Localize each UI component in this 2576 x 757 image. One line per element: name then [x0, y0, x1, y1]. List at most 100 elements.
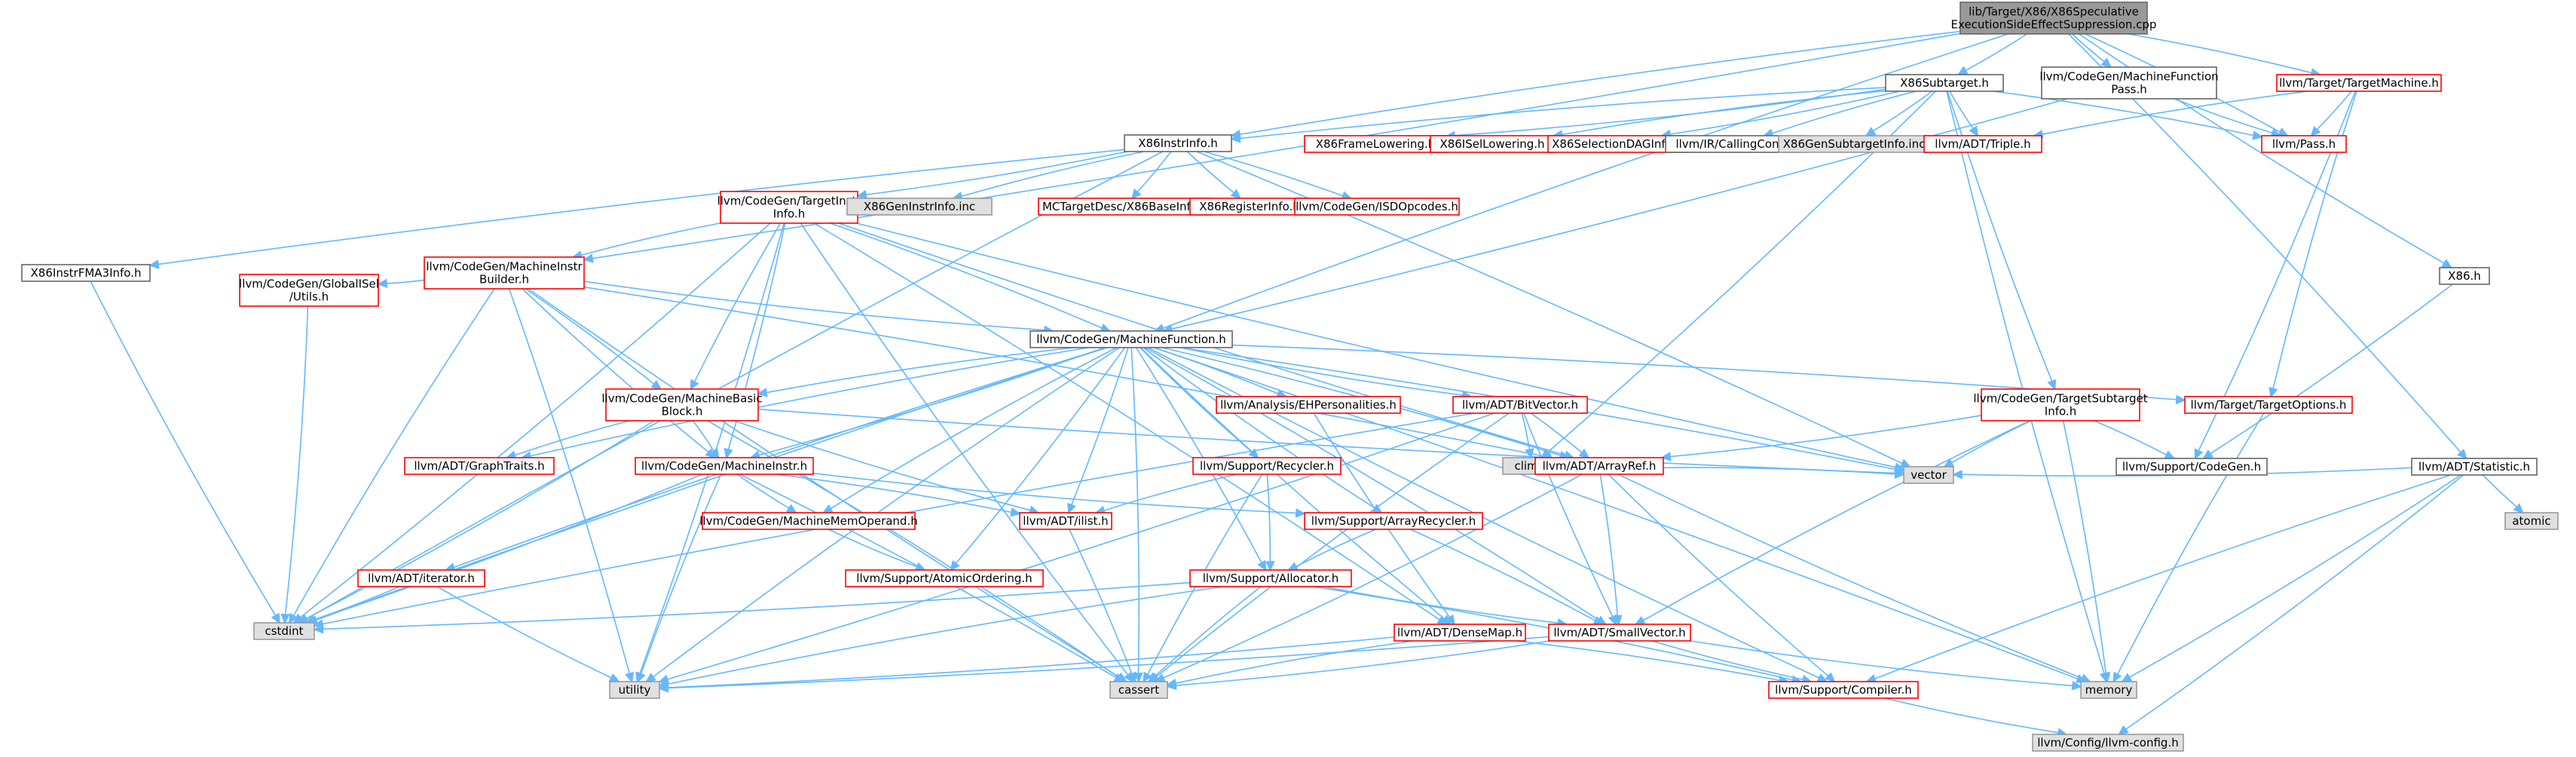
node-topts[interactable]: llvm/Target/TargetOptions.h	[2184, 396, 2353, 414]
edge-subtarget-to-triple	[1949, 90, 1979, 137]
edge-subtarget-to-tsi	[1947, 90, 2057, 391]
node-label: llvm/Analysis/EHPersonalities.h	[1220, 398, 1397, 412]
node-label: llvm/Pass.h	[2272, 137, 2336, 151]
node-compiler[interactable]: llvm/Support/Compiler.h	[1768, 681, 1919, 699]
node-label: llvm/Target/TargetMachine.h	[2279, 76, 2439, 90]
node-ehpers[interactable]: llvm/Analysis/EHPersonalities.h	[1216, 396, 1401, 414]
node-fma3[interactable]: X86InstrFMA3Info.h	[21, 264, 151, 282]
node-densemap[interactable]: llvm/ADT/DenseMap.h	[1394, 624, 1526, 642]
edge-mf-to-cassert	[1130, 347, 1143, 683]
edge-ilist-to-cassert	[1069, 529, 1137, 683]
node-ilist[interactable]: llvm/ADT/ilist.h	[1019, 512, 1112, 530]
node-label: lib/Target/X86/X86Speculative	[1969, 5, 2139, 19]
edge-statistic-to-atomic	[2483, 474, 2524, 514]
node-triple[interactable]: llvm/ADT/Triple.h	[1923, 135, 2042, 153]
node-vector: vector	[1903, 466, 1954, 484]
node-label: atomic	[2512, 514, 2550, 528]
edge-root-to-mib	[583, 32, 1961, 263]
node-callconv[interactable]: llvm/IR/CallingConv.h	[1665, 135, 1807, 153]
node-label: X86GenInstrInfo.inc	[864, 200, 975, 213]
node-label: llvm/ADT/ArrayRef.h	[1543, 459, 1657, 473]
node-cgsupport[interactable]: llvm/Support/CodeGen.h	[2116, 458, 2268, 476]
edge-tsi-to-memory	[2062, 420, 2111, 683]
edge-densemap-to-utility	[658, 636, 1395, 693]
node-layer: lib/Target/X86/X86SpeculativeExecutionSi…	[21, 2, 2559, 752]
node-label: X86RegisterInfo.h	[1199, 200, 1300, 213]
node-statistic[interactable]: llvm/ADT/Statistic.h	[2411, 458, 2538, 476]
edge-statistic-to-compiler	[1865, 474, 2452, 683]
node-graphtraits[interactable]: llvm/ADT/GraphTraits.h	[404, 457, 555, 475]
node-tmachine[interactable]: llvm/Target/TargetMachine.h	[2276, 74, 2442, 92]
edge-densemap-to-cassert	[1166, 640, 1414, 688]
node-memory: memory	[2080, 681, 2137, 699]
node-seldag[interactable]: X86SelectionDAGInfo.h	[1547, 135, 1687, 153]
node-label: llvm/ADT/DenseMap.h	[1397, 626, 1522, 639]
node-label: X86FrameLowering.h	[1316, 137, 1436, 151]
node-baseinfo[interactable]: MCTargetDesc/X86BaseInfo.h	[1038, 198, 1213, 216]
node-label: memory	[2085, 683, 2133, 697]
node-isellow[interactable]: X86ISelLowering.h	[1430, 135, 1555, 153]
node-label: MCTargetDesc/X86BaseInfo.h	[1042, 200, 1208, 213]
node-label: llvm/Support/CodeGen.h	[2122, 460, 2261, 474]
edge-bitvec-to-climits	[1521, 412, 1534, 459]
edge-tii-to-mib	[571, 222, 721, 260]
node-label: X86Subtarget.h	[1900, 76, 1989, 90]
node-label: llvm/CodeGen/MachineMemOperand.h	[699, 514, 917, 528]
edge-fma3-to-cstdint	[90, 280, 280, 624]
node-atomicord[interactable]: llvm/Support/AtomicOrdering.h	[845, 569, 1044, 587]
node-arrayref[interactable]: llvm/ADT/ArrayRef.h	[1534, 457, 1664, 475]
node-reginfo[interactable]: X86RegisterInfo.h	[1189, 198, 1310, 216]
edge-arrayref-to-smallvec	[1599, 474, 1623, 626]
edge-root-to-instrinfo	[1230, 30, 1961, 139]
node-iterator[interactable]: llvm/ADT/iterator.h	[357, 569, 485, 587]
node-minstr[interactable]: llvm/CodeGen/MachineInstr.h	[635, 457, 814, 475]
node-label: cassert	[1118, 683, 1159, 697]
edge-root-to-mf	[1153, 33, 2008, 333]
edge-mmo-to-atomicord	[828, 529, 926, 572]
node-pass[interactable]: llvm/Pass.h	[2261, 135, 2347, 153]
edge-compiler-to-llvmconfig	[1885, 697, 2068, 737]
edge-arecycler-to-smallvec	[1409, 529, 1605, 625]
node-label: llvm/Support/Compiler.h	[1775, 683, 1912, 697]
node-recycler[interactable]: llvm/Support/Recycler.h	[1192, 457, 1342, 475]
node-subtarget[interactable]: X86Subtarget.h	[1885, 74, 2004, 92]
node-llvmconfig: llvm/Config/llvm-config.h	[2032, 734, 2184, 752]
edge-mib-to-utility	[508, 288, 634, 683]
node-isdop[interactable]: llvm/CodeGen/ISDOpcodes.h	[1294, 198, 1460, 216]
node-cstdint: cstdint	[253, 622, 315, 640]
node-arecycler[interactable]: llvm/Support/ArrayRecycler.h	[1304, 512, 1483, 530]
edge-root-to-subtarget	[1956, 33, 2028, 75]
node-label: llvm/ADT/GraphTraits.h	[414, 459, 544, 473]
edge-bitvec-to-arrayref	[1530, 412, 1590, 459]
node-cassert: cassert	[1109, 681, 1168, 699]
edge-minstr-to-ilist	[776, 474, 1021, 517]
node-label: llvm/CodeGen/ISDOpcodes.h	[1296, 200, 1458, 213]
node-label: llvm/IR/CallingConv.h	[1675, 137, 1795, 151]
node-allocator[interactable]: llvm/Support/Allocator.h	[1189, 569, 1352, 587]
node-mmo[interactable]: llvm/CodeGen/MachineMemOperand.h	[699, 512, 918, 530]
node-mf[interactable]: llvm/CodeGen/MachineFunction.h	[1029, 330, 1233, 348]
node-label: llvm/CodeGen/MachineFunction	[2039, 70, 2218, 84]
edge-subtarget-to-memory	[1946, 90, 2109, 683]
node-smallvec[interactable]: llvm/ADT/SmallVector.h	[1548, 624, 1691, 642]
node-gisel[interactable]: llvm/CodeGen/GlobalISel/Utils.h	[239, 274, 379, 307]
node-bitvec[interactable]: llvm/ADT/BitVector.h	[1452, 396, 1588, 414]
edge-mfpass-to-mf	[1161, 98, 2068, 334]
node-gensub: X86GenSubtargetInfo.inc	[1778, 135, 1930, 153]
edge-allocator-to-cstdint	[313, 581, 1191, 634]
edge-bitvec-to-smallvec	[1523, 412, 1617, 626]
node-label: ExecutionSideEffectSuppression.cpp	[1951, 18, 2157, 32]
edge-mbb-to-minstr	[692, 420, 720, 459]
edge-mf-to-mbb	[757, 347, 1075, 397]
node-x86h[interactable]: X86.h	[2439, 267, 2490, 285]
node-framelow[interactable]: X86FrameLowering.h	[1304, 135, 1447, 153]
edge-minstr-to-arecycler	[812, 472, 1306, 518]
node-instrinfo[interactable]: X86InstrInfo.h	[1124, 134, 1232, 152]
edge-tii-to-vector	[856, 222, 1905, 472]
